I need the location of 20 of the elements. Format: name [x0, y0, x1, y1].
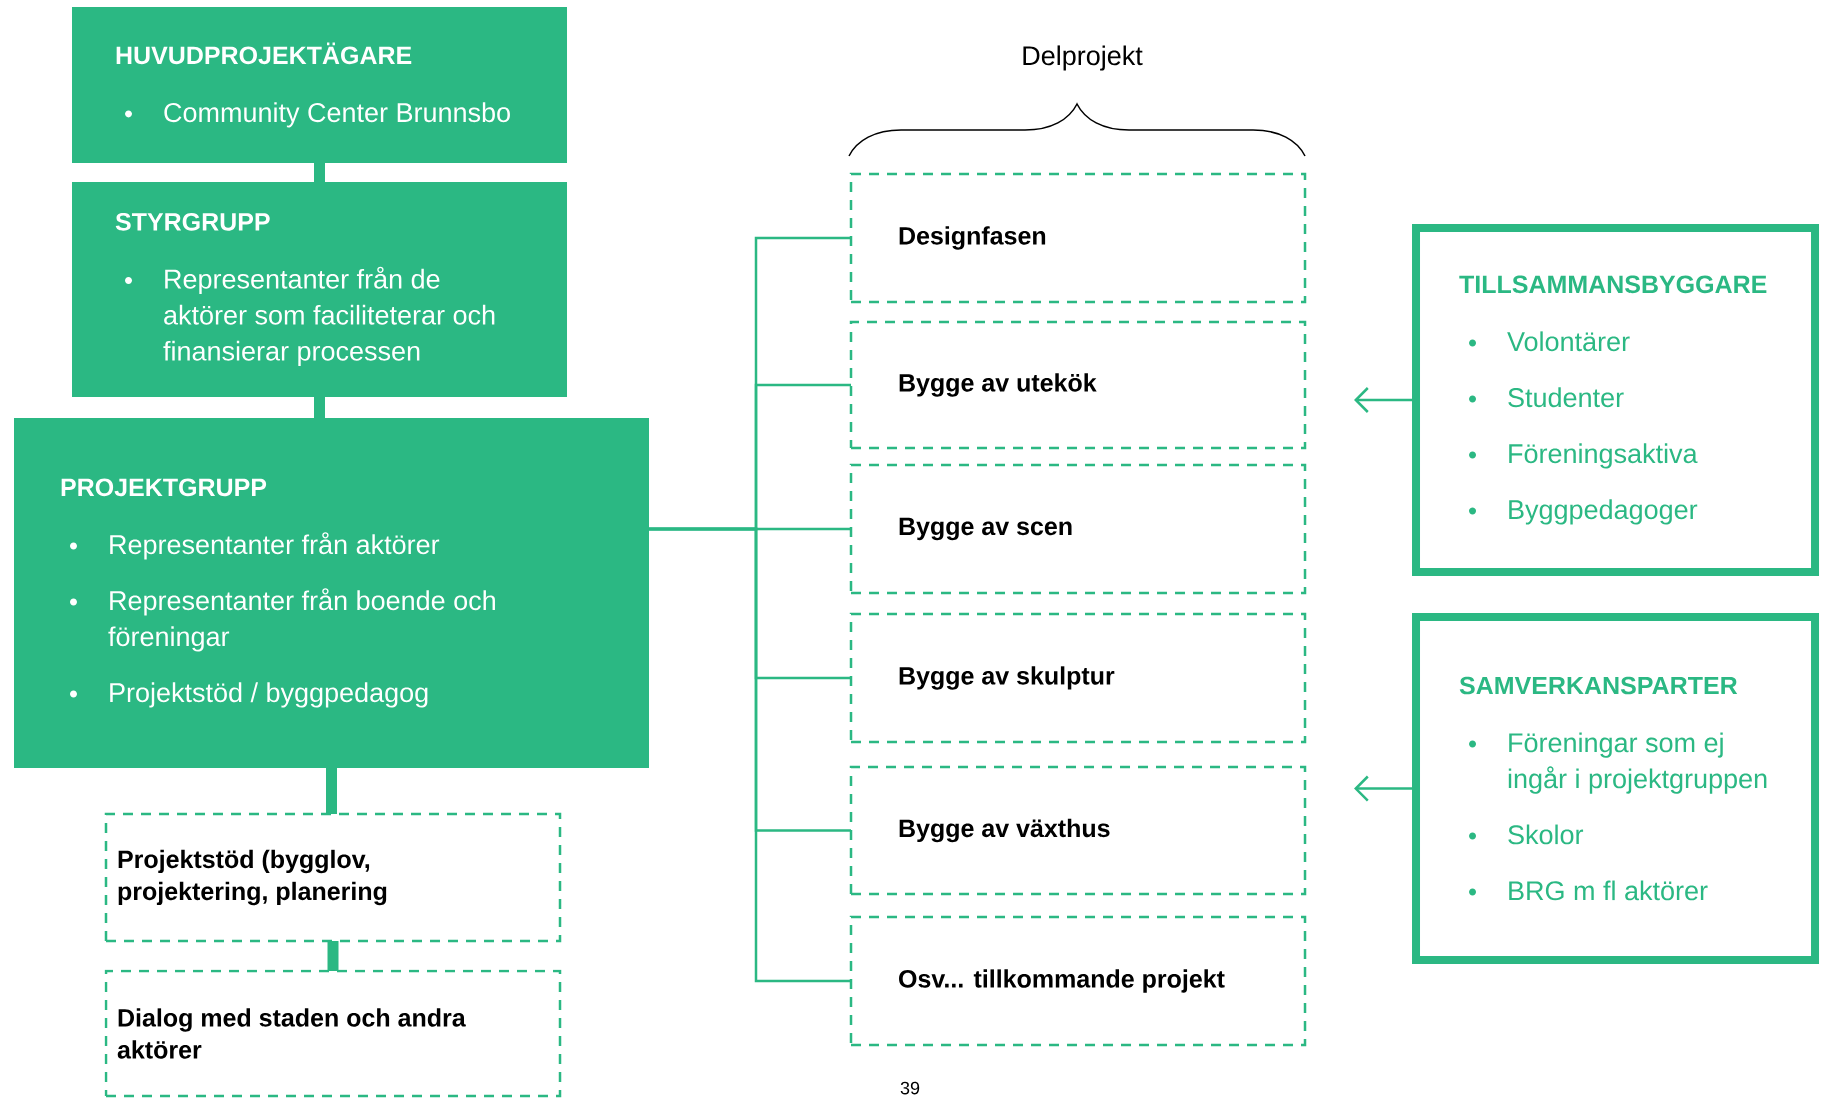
dashed-box: Designfasen: [849, 172, 1307, 304]
heading: Delprojekt: [1023, 45, 1143, 71]
group-box: HUVUDPROJEKTÄGARE Community Center Brunnsbo: [72, 7, 567, 163]
connector: [649, 527, 851, 983]
dashed-box: Bygge av scen: [849, 463, 1307, 595]
group-box: SAMVERKANSPARTER Föreningar som ej ingår i projektgruppen Skolor BRG m fl aktörer: [1412, 613, 1819, 964]
dashed-box: Bygge av utekök: [849, 320, 1307, 450]
connector: [314, 163, 325, 182]
dashed-box: Bygge av skulptur: [849, 612, 1307, 744]
group-box: STYRGRUPP Representanter från de aktörer som faciliteterar och finansierar processen: [72, 182, 567, 397]
connector: [327, 941, 339, 971]
connector: [314, 397, 325, 418]
dashed-box: Bygge av växthus: [849, 765, 1307, 896]
connector: [326, 768, 337, 814]
group-box: TILLSAMMANSBYGGARE Volontärer Studenter Föreningsaktiva Byggpedagoger: [1412, 224, 1819, 576]
page-number: 39: [900, 1081, 920, 1095]
dashed-box: Dialog med staden och andra aktörer: [104, 969, 562, 1098]
dashed-box: Projektstöd (bygglov, projektering, planering: [104, 812, 562, 943]
group-box: PROJEKTGRUPP Representanter från aktörer Representanter från boende och föreningar Projektstöd / byggpedagog: [14, 418, 649, 768]
dashed-box: Osv... tillkommande projekt: [849, 915, 1307, 1047]
